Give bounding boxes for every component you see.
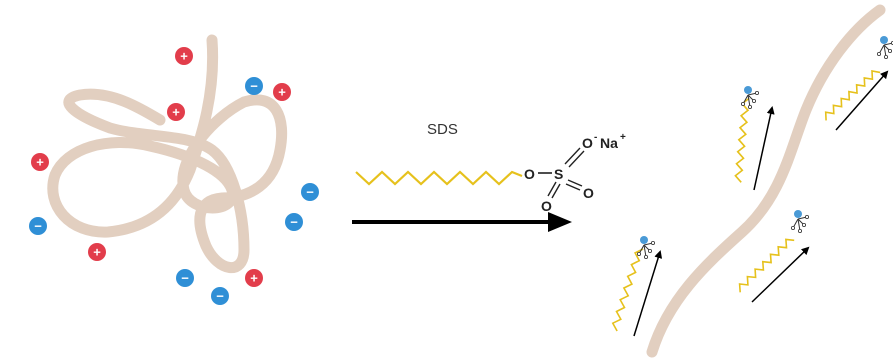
- positive-charge-icon: +: [273, 83, 291, 101]
- sds-tail: [611, 248, 644, 332]
- atom-o-top: O: [582, 135, 593, 151]
- charge-symbol: +: [93, 245, 101, 260]
- sds-head-charge-icon: [794, 210, 802, 218]
- atom-o-top-charge: -: [594, 132, 597, 143]
- charge-symbol: −: [34, 219, 42, 234]
- sulfate-oxygen: [888, 49, 893, 54]
- sulfate-oxygen: [752, 99, 757, 104]
- bond-s-o-bottom-a: [567, 179, 583, 187]
- bond-s-o-top-b: [568, 150, 585, 168]
- protein-strand-unfolded: [646, 4, 886, 358]
- surface-charges: +−+++−−−+−−+: [29, 47, 319, 305]
- bound-sds-molecules: [611, 36, 893, 337]
- reagent-label: SDS: [427, 121, 458, 138]
- bound-sds-molecule: [824, 36, 893, 131]
- reaction-arrow-head: [548, 212, 572, 232]
- negative-charge-icon: −: [176, 269, 194, 287]
- sulfate-oxygen: [748, 105, 753, 110]
- positive-charge-icon: +: [167, 103, 185, 121]
- atom-o-bottom: O: [583, 185, 594, 201]
- charge-circle: [29, 217, 47, 235]
- sds-tail: [738, 238, 795, 293]
- folded-protein: [47, 34, 288, 274]
- charge-symbol: −: [290, 215, 298, 230]
- protein-strand-folded: [47, 34, 288, 274]
- positive-charge-icon: +: [88, 243, 106, 261]
- bound-sds-molecule: [611, 236, 663, 337]
- charge-circle: [31, 153, 49, 171]
- direction-arrow: [633, 250, 663, 337]
- sulfate-oxygen: [802, 222, 807, 227]
- negative-charge-icon: −: [301, 183, 319, 201]
- sulfate-oxygen: [798, 228, 803, 233]
- bound-sds-molecule: [738, 210, 810, 303]
- sulfate-bond: [797, 218, 801, 232]
- sds-tail: [824, 70, 881, 121]
- sulfate-oxygen: [884, 55, 889, 60]
- charge-symbol: −: [181, 271, 189, 286]
- sds-head-charge-icon: [744, 86, 752, 94]
- negative-charge-icon: −: [211, 287, 229, 305]
- charge-circle: [245, 77, 263, 95]
- charge-circle: [301, 183, 319, 201]
- sulfate-bond: [883, 44, 887, 58]
- charge-circle: [88, 243, 106, 261]
- bond-s-o-bottom-b: [565, 183, 581, 191]
- charge-symbol: +: [180, 49, 188, 64]
- charge-symbol: +: [250, 271, 258, 286]
- charge-circle: [176, 269, 194, 287]
- charge-circle: [245, 269, 263, 287]
- sulfate-bond: [643, 244, 647, 258]
- direction-arrow: [751, 246, 810, 303]
- sulfate-oxygen: [805, 214, 810, 219]
- sulfate-oxygen: [644, 254, 649, 259]
- negative-charge-icon: −: [285, 213, 303, 231]
- charge-symbol: +: [278, 85, 286, 100]
- sds-head-charge-icon: [640, 236, 648, 244]
- bond-s-o-left-b: [551, 183, 561, 199]
- charge-circle: [273, 83, 291, 101]
- atom-o-link: O: [524, 166, 535, 182]
- sds-hydrocarbon-tail: [355, 170, 523, 186]
- reaction-arrow: [352, 212, 572, 232]
- positive-charge-icon: +: [31, 153, 49, 171]
- charge-circle: [211, 287, 229, 305]
- counterion-charge: +: [620, 132, 626, 143]
- charge-circle: [175, 47, 193, 65]
- sulfate-oxygen: [637, 251, 642, 256]
- positive-charge-icon: +: [245, 269, 263, 287]
- negative-charge-icon: −: [245, 77, 263, 95]
- charge-symbol: −: [250, 79, 258, 94]
- bond-s-o-top-a: [564, 147, 581, 165]
- charge-symbol: −: [306, 185, 314, 200]
- sds-tail: [734, 97, 750, 183]
- sulfate-oxygen: [877, 52, 882, 57]
- charge-symbol: +: [172, 105, 180, 120]
- sds-molecule: SDS O S O - Na + O O: [355, 121, 626, 214]
- sds-head-charge-icon: [880, 36, 888, 44]
- counterion-na: Na: [600, 135, 618, 151]
- sulfate-oxygen: [648, 248, 653, 253]
- sulfate-bond: [747, 94, 751, 108]
- atom-o-left: O: [541, 198, 552, 214]
- negative-charge-icon: −: [29, 217, 47, 235]
- sulfate-oxygen: [741, 102, 746, 107]
- direction-arrow: [753, 106, 775, 191]
- bound-sds-molecule: [734, 86, 775, 191]
- atom-s: S: [554, 166, 563, 182]
- charge-circle: [167, 103, 185, 121]
- charge-symbol: −: [216, 289, 224, 304]
- bond-s-o-left-a: [547, 181, 557, 197]
- unfolded-protein: [646, 4, 886, 358]
- positive-charge-icon: +: [175, 47, 193, 65]
- sulfate-oxygen: [755, 91, 760, 96]
- sulfate-oxygen: [791, 225, 796, 230]
- direction-arrow: [835, 70, 889, 131]
- charge-circle: [285, 213, 303, 231]
- charge-symbol: +: [36, 155, 44, 170]
- sulfate-oxygen: [651, 240, 656, 245]
